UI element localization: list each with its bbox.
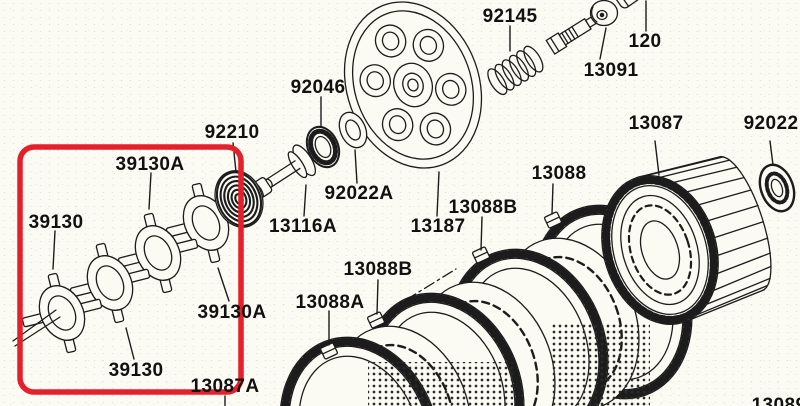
label-13091-leader [599, 27, 607, 60]
halftone-shading-left [368, 362, 513, 406]
part-120-drawing [614, 0, 641, 9]
label-13116A-leader [303, 184, 307, 217]
label-39130-left-leader [52, 230, 56, 270]
part-bolt-drawing [545, 15, 597, 55]
label-13187-leader [436, 171, 440, 217]
label-13088B-upper-leader [480, 216, 483, 251]
halftone-shading-right [552, 322, 650, 406]
label-39130A-top-leader [148, 172, 152, 210]
part-92046-drawing [305, 125, 341, 169]
disc-clip-13088B-upper [471, 246, 491, 264]
disc-clip-13088 [543, 211, 563, 229]
part-92022A-drawing [338, 111, 368, 149]
label-13087-leader [654, 140, 660, 176]
part-13087-drawing [601, 155, 772, 325]
label-13088B-lower-leader [376, 279, 379, 315]
disc-clip-13088B-lower [366, 311, 386, 329]
highlight-box [17, 144, 244, 395]
disc-clip-13088A [319, 342, 339, 360]
label-92022-leader [769, 140, 774, 166]
label-13088-leader [551, 183, 554, 215]
label-39130A-right-leader [217, 267, 230, 302]
label-92022A-leader [354, 149, 358, 184]
reference-line [387, 268, 457, 312]
part-13091-drawing [589, 0, 619, 27]
part-92022-drawing [758, 163, 796, 213]
label-39130-bottom-leader [125, 327, 135, 360]
part-13187-drawing [343, 1, 483, 169]
part-92145-drawing [487, 45, 544, 96]
